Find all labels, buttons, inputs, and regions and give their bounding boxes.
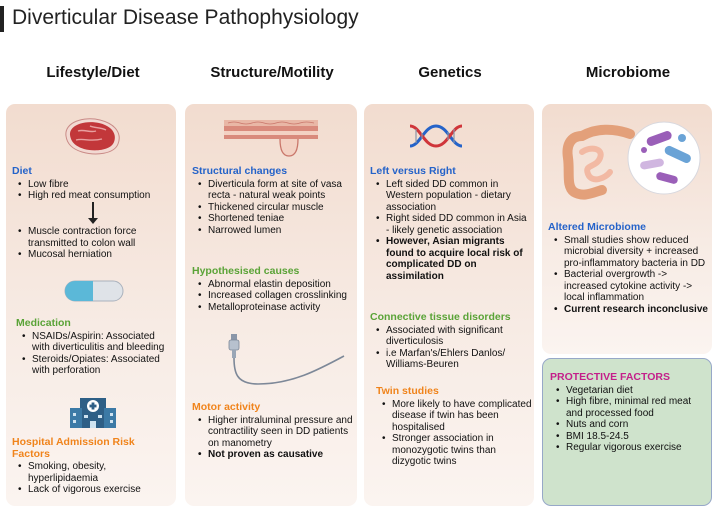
diet-item: Low fibre bbox=[12, 179, 172, 191]
hospital-icon bbox=[70, 398, 116, 428]
down-arrow-icon bbox=[88, 202, 98, 224]
protective-factor-item: Regular vigorous exercise bbox=[550, 442, 708, 454]
protective-factor-item: Nuts and corn bbox=[550, 419, 708, 431]
intestine-icon bbox=[562, 124, 635, 200]
altered-microbiome-section: Altered Microbiome Small studies show re… bbox=[548, 221, 710, 316]
connective-tissue-heading: Connective tissue disorders bbox=[370, 311, 511, 323]
protective-factor-item: Vegetarian diet bbox=[550, 385, 708, 397]
structural-changes-section: Structural changes Diverticula form at s… bbox=[192, 165, 354, 237]
column-heading-microbiome: Microbiome bbox=[585, 64, 671, 81]
hypothesised-causes-item: Increased collagen crosslinking bbox=[192, 290, 354, 302]
title-bar: Diverticular Disease Pathophysiology bbox=[0, 4, 716, 34]
title-accent-bar bbox=[0, 6, 4, 32]
medication-section: Medication NSAIDs/Aspirin: Associated wi… bbox=[16, 317, 172, 377]
twin-studies-item: More likely to have complicated disease … bbox=[376, 399, 532, 434]
twin-studies-item: Stronger association in monozygotic twin… bbox=[376, 433, 532, 468]
left-vs-right-section: Left versus Right Left sided DD common i… bbox=[370, 165, 532, 282]
structural-changes-item: Shortened teniae bbox=[192, 213, 354, 225]
structural-changes-heading: Structural changes bbox=[192, 165, 288, 177]
left-vs-right-item: Right sided DD common in Asia - likely g… bbox=[370, 213, 532, 236]
diet-consequence-item: Muscle contraction force transmitted to … bbox=[12, 226, 172, 249]
diet-item: High red meat consumption bbox=[12, 190, 172, 202]
left-vs-right-heading: Left versus Right bbox=[370, 165, 456, 177]
diet-heading: Diet bbox=[12, 165, 32, 177]
twin-studies-heading: Twin studies bbox=[376, 385, 439, 397]
twin-studies-section: Twin studies More likely to have complic… bbox=[376, 385, 532, 468]
hospital-risk-section: Hospital Admission Risk Factors Smoking,… bbox=[12, 436, 174, 496]
steak-icon bbox=[65, 118, 120, 155]
colon-wall-icon bbox=[224, 120, 318, 157]
diet-consequence-item: Mucosal herniation bbox=[12, 249, 172, 261]
left-vs-right-bold-item: However, Asian migrants found to acquire… bbox=[370, 236, 532, 282]
left-vs-right-item: Left sided DD common in Western populati… bbox=[370, 179, 532, 214]
connective-tissue-item: i.e Marfan's/Ehlers Danlos/ Williams-Beu… bbox=[370, 348, 532, 371]
column-heading-genetics: Genetics bbox=[418, 64, 482, 81]
medication-item: NSAIDs/Aspirin: Associated with divertic… bbox=[16, 331, 172, 354]
medication-heading: Medication bbox=[16, 317, 71, 329]
diet-section: Diet Low fibre High red meat consumption bbox=[12, 165, 172, 202]
page-title: Diverticular Disease Pathophysiology bbox=[12, 6, 359, 29]
protective-factors-section: PROTECTIVE FACTORS Vegetarian diet High … bbox=[550, 371, 708, 454]
motor-activity-section: Motor activity Higher intraluminal press… bbox=[192, 401, 354, 461]
protective-factors-heading: PROTECTIVE FACTORS bbox=[550, 371, 670, 383]
diet-consequence-section: Muscle contraction force transmitted to … bbox=[12, 226, 172, 261]
structural-changes-item: Thickened circular muscle bbox=[192, 202, 354, 214]
motor-activity-bold-item: Not proven as causative bbox=[192, 449, 354, 461]
manometry-catheter-icon bbox=[228, 334, 345, 385]
hypothesised-causes-item: Metalloproteinase activity bbox=[192, 302, 354, 314]
altered-microbiome-heading: Altered Microbiome bbox=[548, 221, 647, 233]
protective-factor-item: BMI 18.5-24.5 bbox=[550, 431, 708, 443]
medication-item: Steroids/Opiates: Associated with perfor… bbox=[16, 354, 172, 377]
hypothesised-causes-section: Hypothesised causes Abnormal elastin dep… bbox=[192, 265, 354, 314]
hospital-risk-item: Lack of vigorous exercise bbox=[12, 484, 174, 496]
hypothesised-causes-item: Abnormal elastin deposition bbox=[192, 279, 354, 291]
column-heading-lifestyle: Lifestyle/Diet bbox=[46, 64, 140, 81]
panel-lifestyle bbox=[6, 104, 176, 506]
dna-icon bbox=[409, 124, 463, 148]
hospital-risk-heading: Hospital Admission Risk Factors bbox=[12, 436, 135, 460]
altered-microbiome-item: Bacterial overgrowth -> increased cytoki… bbox=[548, 269, 710, 304]
motor-activity-item: Higher intraluminal pressure and contrac… bbox=[192, 415, 354, 450]
hypothesised-causes-heading: Hypothesised causes bbox=[192, 265, 300, 277]
column-heading-structure: Structure/Motility bbox=[210, 64, 334, 81]
hospital-risk-item: Smoking, obesity, hyperlipidaemia bbox=[12, 461, 174, 484]
structural-changes-item: Diverticula form at site of vasa recta -… bbox=[192, 179, 354, 202]
altered-microbiome-bold-item: Current research inconclusive bbox=[548, 304, 710, 316]
connective-tissue-section: Connective tissue disorders Associated w… bbox=[370, 311, 532, 371]
motor-activity-heading: Motor activity bbox=[192, 401, 261, 413]
protective-factor-item: High fibre, minimal red meat and process… bbox=[550, 396, 708, 419]
connective-tissue-item: Associated with significant diverticulos… bbox=[370, 325, 532, 348]
bacteria-icon bbox=[627, 121, 701, 195]
structural-changes-item: Narrowed lumen bbox=[192, 225, 354, 237]
pill-icon bbox=[64, 280, 124, 302]
altered-microbiome-item: Small studies show reduced microbial div… bbox=[548, 235, 710, 270]
